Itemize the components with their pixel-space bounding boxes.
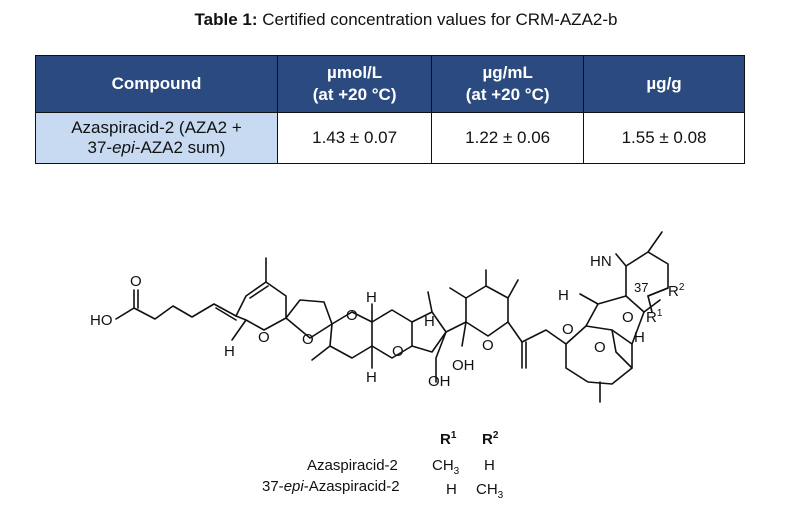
cell-umol-value: 1.43 ± 0.07 xyxy=(276,112,433,164)
atom-ring-c-o: O xyxy=(346,307,358,324)
legend-row1-r2: H xyxy=(484,457,495,474)
legend-row2-r2-main: CH xyxy=(476,481,498,498)
legend-row1-r1-sub: 3 xyxy=(454,466,460,477)
header-umol-line1: µmol/L xyxy=(327,63,383,82)
legend-header-r2-sup: 2 xyxy=(493,430,499,441)
compound-name-line2-post: -AZA2 sum) xyxy=(134,138,226,157)
atom-h-6: H xyxy=(634,329,645,346)
atom-hydroxyl-2: OH xyxy=(452,357,475,374)
atom-r1-letter: R xyxy=(646,309,657,326)
header-umol-per-l: µmol/L (at +20 °C) xyxy=(276,55,433,113)
atom-h-3: H xyxy=(366,369,377,386)
legend-header-r2: R2 xyxy=(482,430,499,448)
legend-row2-name-post: -Azaspiracid-2 xyxy=(304,478,400,495)
atom-hydroxyl-1: OH xyxy=(428,373,451,390)
table-row: Azaspiracid-2 (AZA2 +37-epi-AZA2 sum) 1.… xyxy=(35,112,745,164)
legend-row1-r1-main: CH xyxy=(432,457,454,474)
atom-r2-letter: R xyxy=(668,283,679,300)
legend-row1-r1: CH3 xyxy=(432,457,460,477)
compound-name-line2-pre: 37- xyxy=(87,138,113,157)
structure-bonds xyxy=(115,231,669,403)
azaspiracid-structure-diagram: HO O O H O O H H O H OH OH O H O O O H H… xyxy=(90,231,685,501)
structure-atom-labels: HO O O H O O H H O H OH OH O H O O O H H… xyxy=(90,253,685,390)
cell-compound-name: Azaspiracid-2 (AZA2 +37-epi-AZA2 sum) xyxy=(35,112,278,164)
certified-values-table: Compound µmol/L (at +20 °C) µg/mL (at +20 … xyxy=(35,55,745,164)
atom-r1: R1 xyxy=(646,308,663,326)
legend-row2-r2: CH3 xyxy=(476,481,504,501)
header-compound: Compound xyxy=(35,55,278,113)
legend-row2-r1: H xyxy=(446,481,457,498)
legend-header-r1: R1 xyxy=(440,430,457,448)
caption-label: Table 1: xyxy=(194,10,258,29)
legend-header-r1-sup: 1 xyxy=(451,430,457,441)
legend-row2-r2-sub: 3 xyxy=(498,490,504,501)
atom-r2: R2 xyxy=(668,282,685,300)
atom-amine-hn: HN xyxy=(590,253,612,270)
atom-h-1: H xyxy=(224,343,235,360)
compound-name-line1: Azaspiracid-2 (AZA2 + xyxy=(71,118,242,137)
legend-header-r2-letter: R xyxy=(482,431,493,448)
legend-row2-name-italic: epi xyxy=(284,478,305,495)
atom-r1-sup: 1 xyxy=(657,308,663,319)
atom-position-37: 37 xyxy=(634,280,648,295)
legend-header-r1-letter: R xyxy=(440,431,451,448)
atom-ring-g-o: O xyxy=(562,321,574,338)
table-header-row: Compound µmol/L (at +20 °C) µg/mL (at +20 … xyxy=(35,55,745,113)
compound-name-line2-italic: epi xyxy=(112,138,135,157)
atom-h-2: H xyxy=(366,289,377,306)
atom-r2-sup: 2 xyxy=(679,282,685,293)
header-ugml-line2: (at +20 °C) xyxy=(465,85,550,104)
header-ugml-line1: µg/mL xyxy=(482,63,533,82)
caption-text: Certified concentration values for CRM-A… xyxy=(257,10,618,29)
atom-carbonyl-o: O xyxy=(130,273,142,290)
legend-row2-name: 37-epi-Azaspiracid-2 xyxy=(262,478,400,495)
atom-ring-h-o: O xyxy=(594,339,606,356)
atom-acid-ho: HO xyxy=(90,312,113,329)
substituent-legend: R1 R2 Azaspiracid-2 CH3 H 37-epi-Azaspir… xyxy=(262,430,504,501)
header-ug-per-ml: µg/mL (at +20 °C) xyxy=(431,55,585,113)
cell-ugml-value: 1.22 ± 0.06 xyxy=(431,112,585,164)
header-umol-line2: (at +20 °C) xyxy=(312,85,397,104)
atom-ring-i-o: O xyxy=(622,309,634,326)
header-ug-per-g: µg/g xyxy=(583,55,745,113)
atom-ring-f-o: O xyxy=(482,337,494,354)
table-caption: Table 1: Certified concentration values … xyxy=(0,10,812,30)
atom-h-4: H xyxy=(424,313,435,330)
atom-ring-a-o: O xyxy=(258,329,270,346)
atom-ring-b-o: O xyxy=(302,331,314,348)
cell-ugg-value: 1.55 ± 0.08 xyxy=(583,112,745,164)
atom-h-5: H xyxy=(558,287,569,304)
legend-row2-name-pre: 37- xyxy=(262,478,284,495)
legend-row1-name: Azaspiracid-2 xyxy=(307,457,398,474)
atom-ring-d-o: O xyxy=(392,343,404,360)
